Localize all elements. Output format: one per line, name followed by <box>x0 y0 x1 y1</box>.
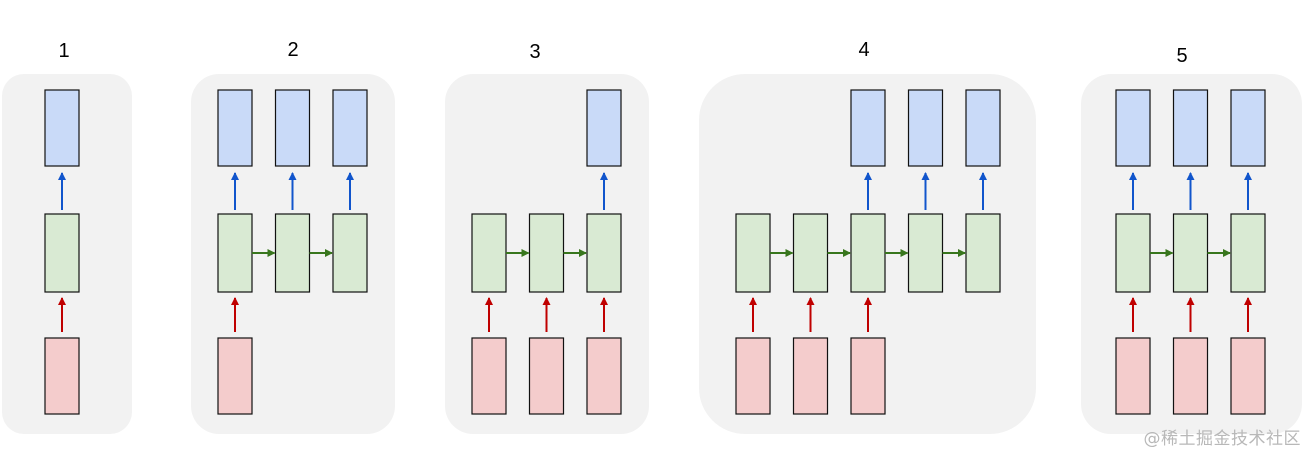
output-box <box>1172 89 1209 167</box>
panel-2: 2 <box>191 39 395 434</box>
output-box <box>217 89 253 167</box>
input-box <box>44 337 80 415</box>
hidden-state-box <box>850 213 886 293</box>
input-box <box>1115 337 1151 415</box>
hidden-state-box <box>965 213 1001 293</box>
panel-label: 5 <box>1176 45 1187 67</box>
hidden-state-box <box>1172 213 1209 293</box>
input-box <box>217 337 253 415</box>
panel-5: 5 <box>1081 45 1302 434</box>
input-box <box>735 337 771 415</box>
hidden-state-box <box>471 213 507 293</box>
output-box <box>44 89 80 167</box>
output-box <box>1230 89 1266 167</box>
output-box <box>850 89 886 167</box>
output-box <box>332 89 368 167</box>
hidden-state-box <box>332 213 368 293</box>
panel-1: 1 <box>2 40 132 434</box>
output-box <box>965 89 1001 167</box>
input-box <box>1172 337 1209 415</box>
input-box <box>528 337 565 415</box>
hidden-state-box <box>274 213 311 293</box>
panel-label: 3 <box>529 41 540 63</box>
hidden-state-box <box>907 213 944 293</box>
hidden-state-box <box>1115 213 1151 293</box>
input-box <box>1230 337 1266 415</box>
panel-4: 4 <box>699 39 1036 434</box>
hidden-state-box <box>1230 213 1266 293</box>
panel-label: 2 <box>287 39 298 61</box>
watermark-text: @稀土掘金技术社区 <box>1143 429 1301 449</box>
panel-3: 3 <box>445 41 649 434</box>
output-box <box>586 89 622 167</box>
hidden-state-box <box>735 213 771 293</box>
hidden-state-box <box>792 213 829 293</box>
hidden-state-box <box>528 213 565 293</box>
input-box <box>850 337 886 415</box>
panel-label: 4 <box>858 39 869 61</box>
input-box <box>792 337 829 415</box>
hidden-state-box <box>44 213 80 293</box>
input-box <box>471 337 507 415</box>
hidden-state-box <box>586 213 622 293</box>
output-box <box>1115 89 1151 167</box>
panel-label: 1 <box>58 40 69 62</box>
output-box <box>274 89 311 167</box>
hidden-state-box <box>217 213 253 293</box>
output-box <box>907 89 944 167</box>
input-box <box>586 337 622 415</box>
